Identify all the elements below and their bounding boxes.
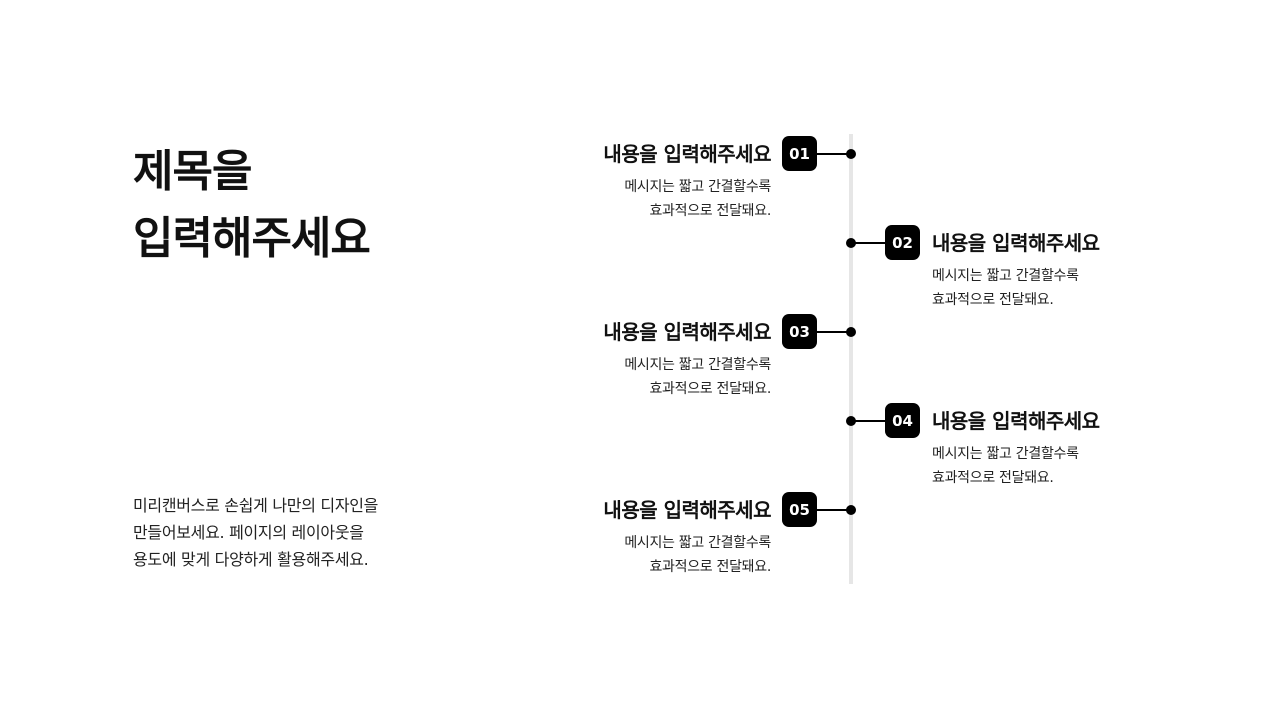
step-description-line-1: 메시지는 짧고 간결할수록: [932, 446, 1079, 462]
step-heading: 내용을 입력해주세요: [603, 498, 771, 522]
step-number-badge: 05: [782, 492, 817, 527]
step-description-line-1: 메시지는 짧고 간결할수록: [932, 268, 1079, 284]
body-line-3: 용도에 맞게 다양하게 활용해주세요.: [133, 550, 369, 569]
step-heading: 내용을 입력해주세요: [603, 320, 771, 344]
step-heading: 내용을 입력해주세요: [603, 142, 771, 166]
step-number-badge: 03: [782, 314, 817, 349]
timeline-dot: [846, 149, 856, 159]
title-line-2: 입력해주세요: [133, 213, 371, 264]
step-number-badge: 02: [885, 225, 920, 260]
step-description-line-1: 메시지는 짧고 간결할수록: [624, 535, 771, 551]
step-number-badge: 04: [885, 403, 920, 438]
page-title: 제목을 입력해주세요: [133, 138, 371, 272]
step-heading: 내용을 입력해주세요: [932, 231, 1100, 255]
timeline-connector: [851, 242, 885, 244]
timeline-dot: [846, 505, 856, 515]
step-description-line-2: 효과적으로 전달돼요.: [649, 559, 771, 575]
timeline-axis: [849, 134, 853, 584]
timeline-connector: [851, 420, 885, 422]
timeline-connector: [817, 331, 851, 333]
step-description-line-2: 효과적으로 전달돼요.: [932, 292, 1054, 308]
step-description-line-2: 효과적으로 전달돼요.: [932, 470, 1054, 486]
body-line-2: 만들어보세요. 페이지의 레이아웃을: [133, 523, 364, 542]
step-description-line-2: 효과적으로 전달돼요.: [649, 203, 771, 219]
timeline-dot: [846, 327, 856, 337]
title-line-1: 제목을: [133, 146, 252, 197]
step-number-badge: 01: [782, 136, 817, 171]
step-description-line-2: 효과적으로 전달돼요.: [649, 381, 771, 397]
body-line-1: 미리캔버스로 손쉽게 나만의 디자인을: [133, 496, 379, 515]
timeline-connector: [817, 153, 851, 155]
timeline-connector: [817, 509, 851, 511]
step-description-line-1: 메시지는 짧고 간결할수록: [624, 179, 771, 195]
body-text: 미리캔버스로 손쉽게 나만의 디자인을 만들어보세요. 페이지의 레이아웃을 용…: [133, 492, 378, 573]
step-description-line-1: 메시지는 짧고 간결할수록: [624, 357, 771, 373]
step-heading: 내용을 입력해주세요: [932, 409, 1100, 433]
